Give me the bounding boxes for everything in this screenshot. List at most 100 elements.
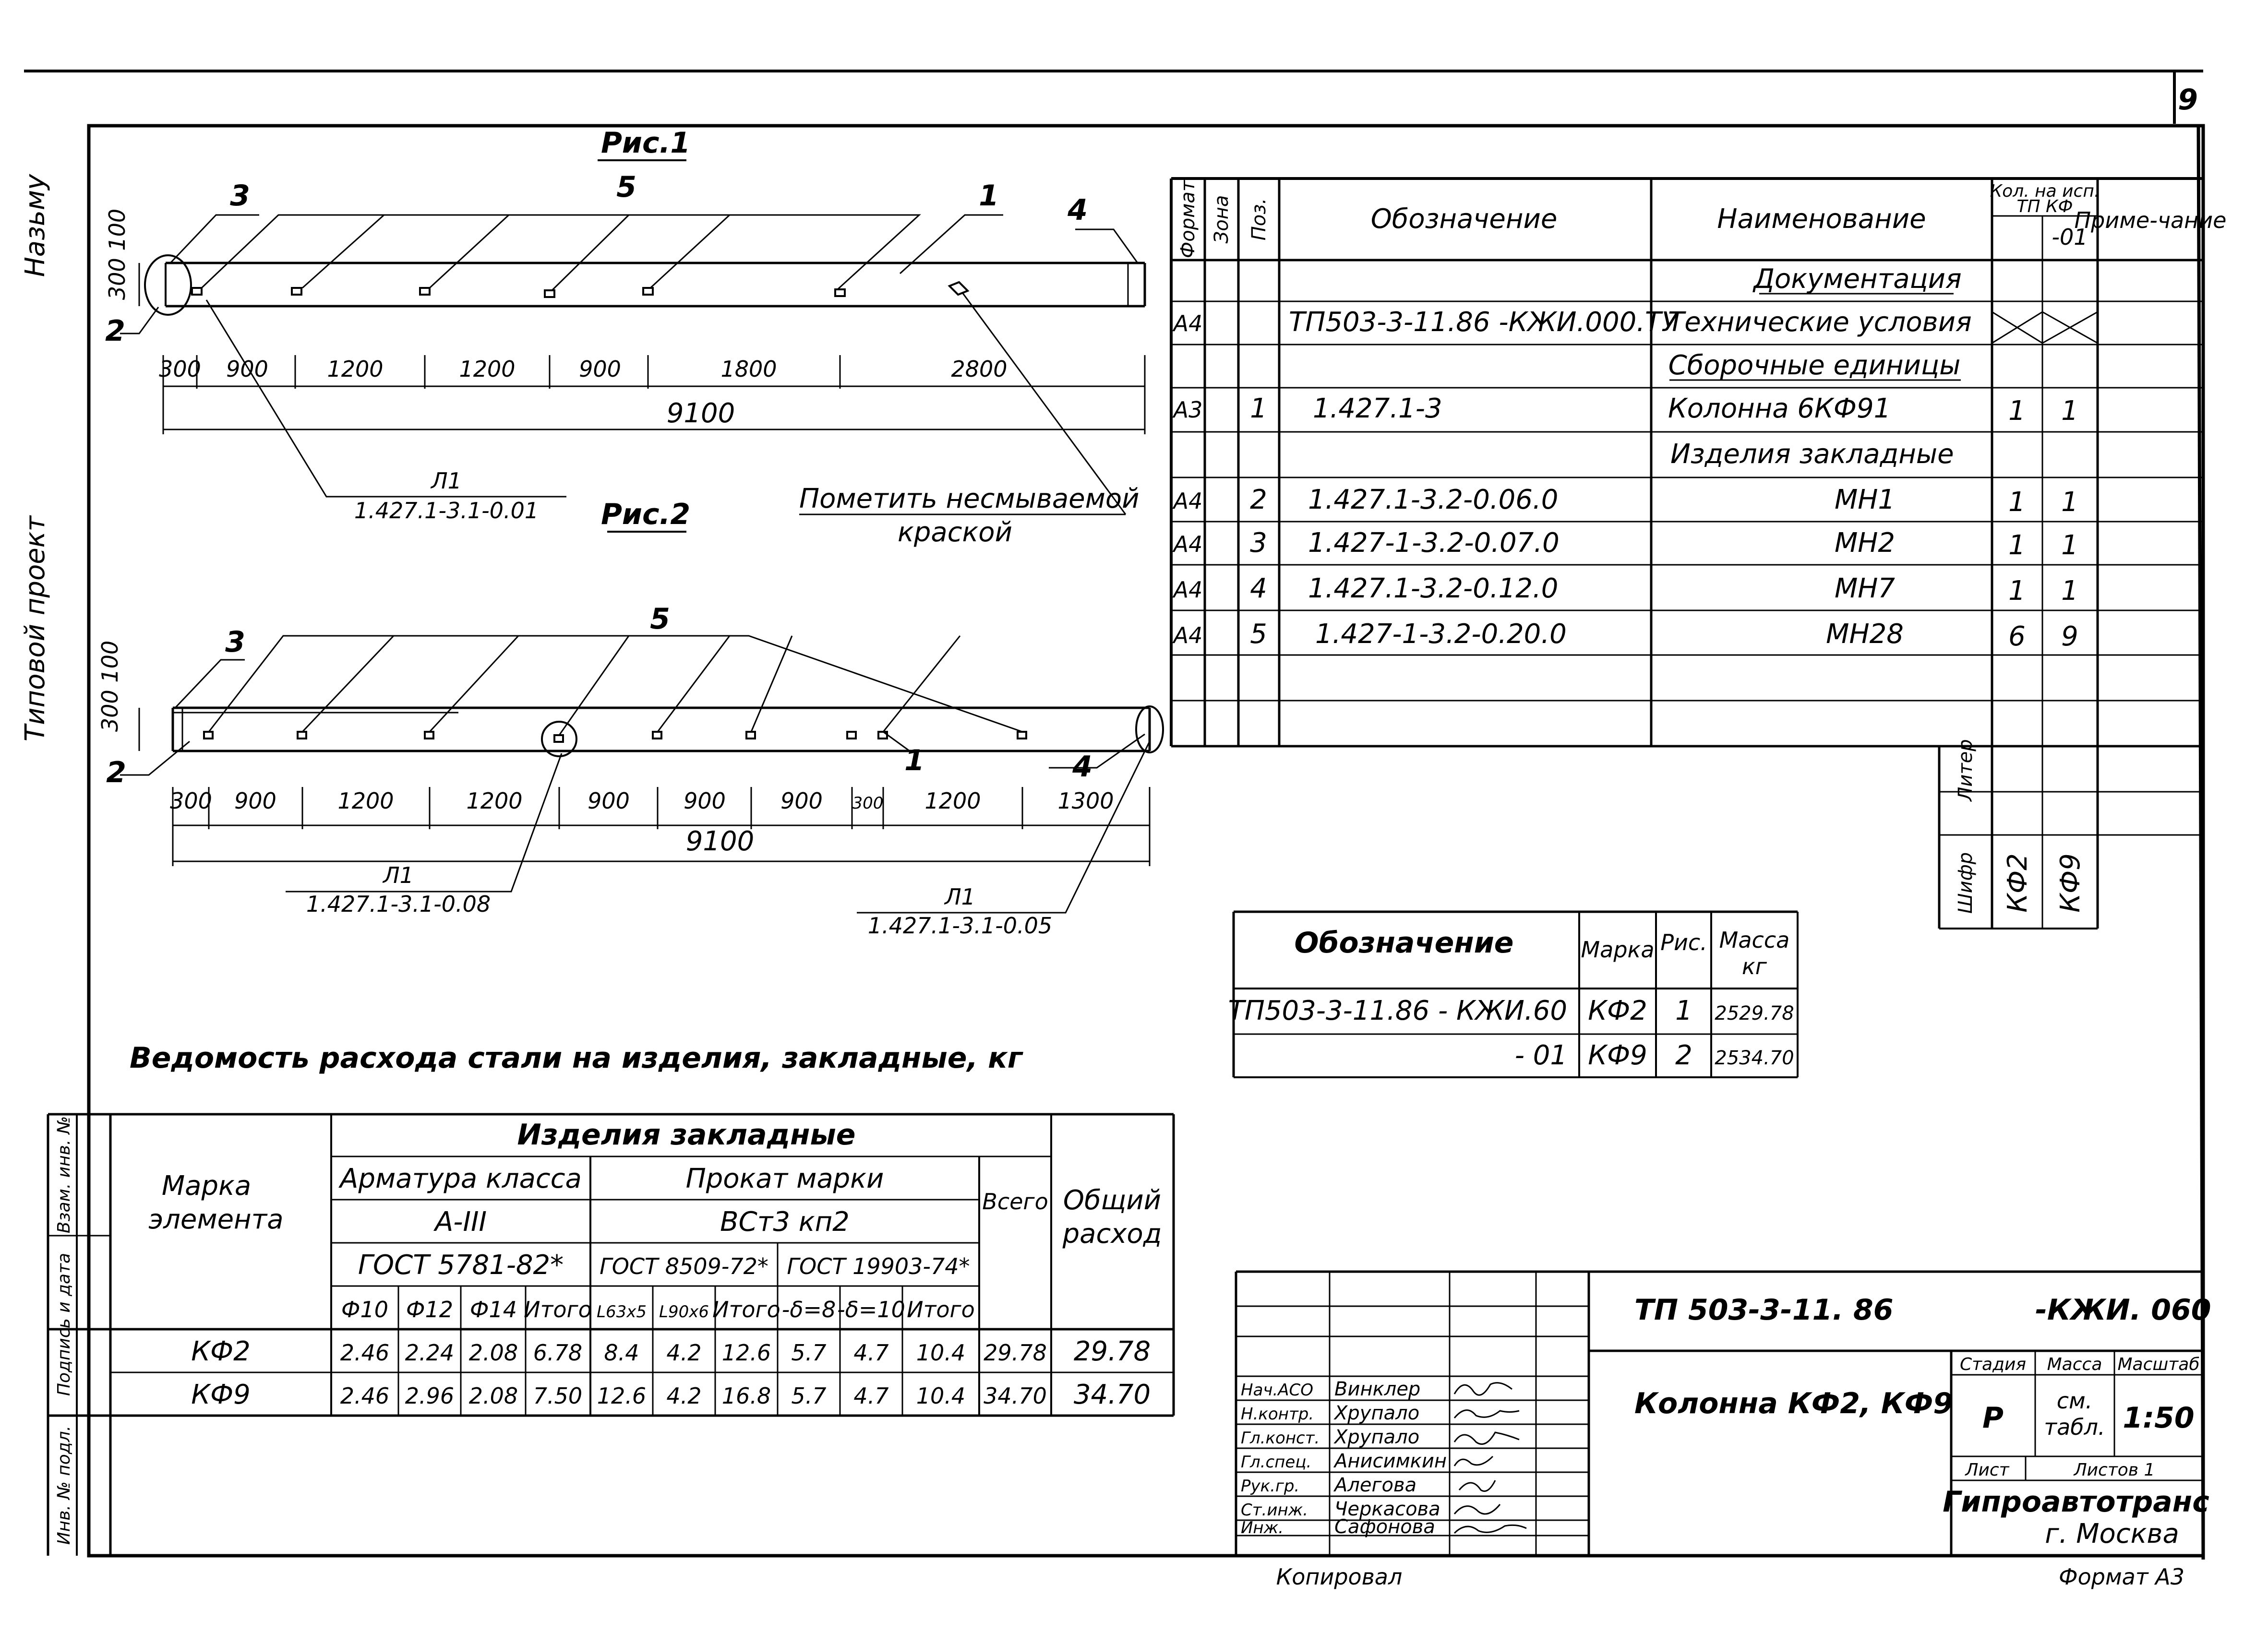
spec-header-exec-01: -01 (2052, 224, 2088, 250)
fig2-dim-1200c: 1200 (924, 788, 981, 814)
fig1-embedded-items (191, 281, 970, 298)
fig2-callout-a-l1: Л1 (382, 862, 414, 888)
spec-header-format: Формат (1177, 179, 1199, 258)
mass-header-mass: Масса (1719, 927, 1790, 953)
steel-h-gost3: ГОСТ 19903-74* (787, 1253, 970, 1279)
spec-r5-pos: 5 (1250, 619, 1267, 650)
steel-cell: 10.4 (916, 1383, 965, 1409)
fig1-total: 9100 (667, 398, 735, 429)
spec-r3-name: МН2 (1835, 527, 1895, 559)
spec-r4-format: А4 (1172, 577, 1203, 603)
steel-cell: 4.7 (853, 1340, 888, 1366)
steel-cell: 7.50 (533, 1383, 582, 1409)
steel-cell: 5.7 (791, 1340, 826, 1366)
steel-col-l90: L90х6 (659, 1302, 709, 1322)
fig2-dim-900b: 900 (588, 788, 630, 814)
fig2-callout-b-l1: Л1 (944, 884, 975, 910)
spec-section-units: Сборочные единицы (1668, 350, 1961, 381)
steel-cell: 16.8 (722, 1383, 771, 1409)
steel-cell: 2.46 (340, 1340, 389, 1366)
steel-col-itogo-3: Итого (907, 1297, 975, 1322)
fig1-title: Рис.1 (601, 126, 690, 160)
mass-r1-mark: КФ2 (1588, 995, 1647, 1026)
steel-row-mark: КФ2 (191, 1336, 251, 1367)
title-stage-header: Стадия (1960, 1355, 2026, 1374)
fig2-leader-2: 2 (106, 756, 126, 789)
spec-ty-format: А4 (1172, 310, 1203, 336)
spec-section-docs: Документация (1752, 263, 1961, 295)
fig2-callout-b-code: 1.427.1-3.1-0.05 (868, 913, 1052, 939)
fig1-leader-1: 1 (979, 179, 999, 213)
fig2-total: 9100 (686, 826, 755, 857)
stamp-kf2: КФ2 (2002, 853, 2033, 913)
sign-name: Алегова (1333, 1474, 1416, 1496)
title-scale-header: Масштаб (2117, 1355, 2199, 1374)
mass-r1-fig: 1 (1675, 995, 1692, 1026)
sign-name: Хрупало (1333, 1402, 1419, 1424)
title-mass-header: Масса (2047, 1355, 2102, 1374)
mass-header-fig: Рис. (1660, 929, 1707, 955)
fig2-dim-900d: 900 (780, 788, 823, 814)
stamp-shifr: Шифр (1955, 852, 1977, 914)
mass-header-unit: кг (1742, 953, 1767, 979)
steel-col-itogo-1: Итого (524, 1297, 592, 1322)
table-row: КФ9 2.46 2.96 2.08 7.50 12.6 4.2 16.8 5.… (191, 1379, 1151, 1410)
steel-h-mark: Марка (162, 1170, 251, 1202)
title-stage: Р (1982, 1401, 2004, 1435)
fig1-dim-900b: 900 (579, 356, 621, 382)
steel-table (47, 1113, 1175, 1556)
steel-cell: 2.96 (405, 1383, 454, 1409)
sign-role: Инж. (1241, 1518, 1284, 1537)
spec-r5-format: А4 (1172, 622, 1203, 648)
format-label: Формат А3 (2059, 1564, 2184, 1590)
spec-r1-format: А3 (1172, 397, 1203, 423)
steel-h-armature: Арматура класса (338, 1163, 582, 1194)
fig1-callout-code: 1.427.1-3.1-0.01 (354, 498, 539, 524)
sign-name: Сафонова (1334, 1516, 1435, 1538)
signature-rows: Нач.АСО Винклер Н.контр. Хрупало Гл.конс… (1241, 1378, 1527, 1538)
sign-role: Рук.гр. (1241, 1477, 1299, 1496)
fig1-dim-1200b: 1200 (459, 356, 515, 382)
fig1-dim-1200a: 1200 (327, 356, 383, 382)
steel-h-gost1: ГОСТ 5781-82* (358, 1250, 564, 1281)
mass-header-designation: Обозначение (1294, 926, 1513, 960)
steel-col-d10: -δ=10 (837, 1297, 905, 1322)
fig2-leader-4: 4 (1072, 750, 1092, 784)
note-line-2: краской (898, 517, 1012, 548)
steel-cell: 12.6 (597, 1383, 646, 1409)
sign-name: Анисимкин (1333, 1450, 1447, 1472)
steel-cell: 2.24 (405, 1340, 454, 1366)
fig1-dim-900a: 900 (226, 356, 268, 382)
steel-row-overall: 29.78 (1074, 1336, 1151, 1367)
steel-h-overall-1: Общий (1063, 1185, 1161, 1216)
spec-r5-name: МН28 (1826, 619, 1904, 650)
spec-header-qty: Кол. на исп. (1990, 181, 2100, 201)
fig2-dim-300a: 300 (170, 788, 212, 814)
spec-r4-q1: 1 (2008, 575, 2026, 607)
spec-r2-format: А4 (1172, 488, 1203, 514)
fig2-title: Рис.2 (601, 498, 690, 531)
sign-role: Гл.конст. (1241, 1429, 1320, 1448)
steel-cell: 4.2 (666, 1383, 701, 1409)
steel-col-f10: Ф10 (341, 1297, 388, 1322)
steel-cell: 2.08 (469, 1340, 518, 1366)
spec-header-zone: Зона (1211, 195, 1233, 244)
fig1-callout-l1: Л1 (430, 468, 462, 494)
spec-ty-name: Технические условия (1668, 307, 1972, 338)
mass-table (1232, 910, 1799, 1078)
sheet-number: 9 (2178, 83, 2198, 117)
steel-title: Ведомость расхода стали на изделия, закл… (130, 1041, 1023, 1075)
sign-name: Винклер (1334, 1378, 1420, 1400)
steel-col-f14: Ф14 (470, 1297, 517, 1322)
steel-cell: 2.08 (469, 1383, 518, 1409)
fig1-height-dim: 300 100 (104, 209, 130, 300)
spec-r3-pos: 3 (1250, 527, 1267, 559)
fig2-embedded-items (203, 731, 1027, 743)
copied-label: Копировал (1276, 1564, 1403, 1590)
title-mass-v1: см. (2057, 1388, 2093, 1414)
steel-h-embedded: Изделия закладные (517, 1118, 856, 1152)
steel-row-mark: КФ9 (191, 1379, 251, 1410)
fig2-leader-1: 1 (904, 744, 924, 777)
steel-cell: 10.4 (916, 1340, 965, 1366)
fig2-leader-3: 3 (225, 625, 245, 659)
